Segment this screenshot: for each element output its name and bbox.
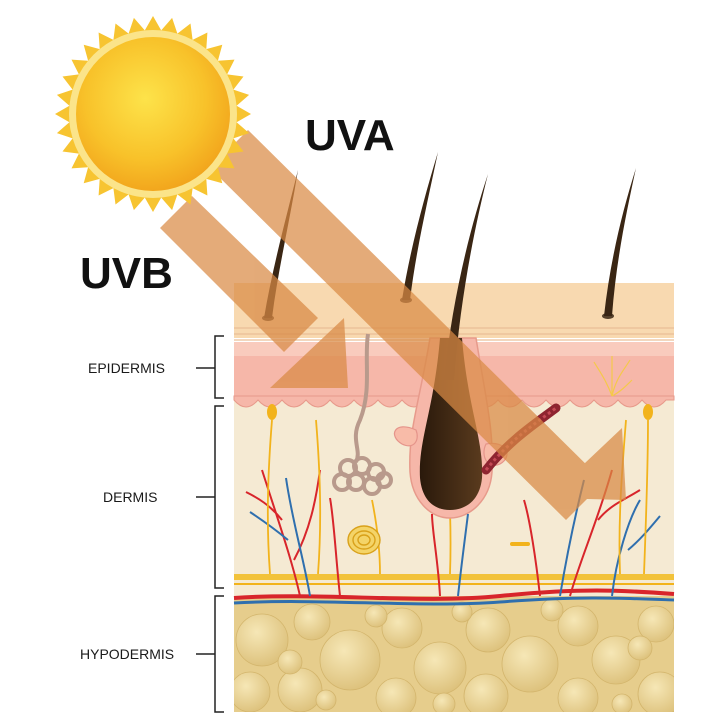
uvb-ray	[160, 196, 348, 388]
epidermal-nerves	[593, 356, 633, 397]
epidermis-label: EPIDERMIS	[88, 360, 165, 376]
nerve-ending-right	[643, 404, 653, 420]
nerve-ending-left	[267, 404, 277, 420]
uvb-label: UVB	[80, 249, 173, 298]
dermis-label: DERMIS	[103, 489, 157, 505]
artery-horizontal	[233, 588, 675, 601]
nerve-band	[234, 574, 674, 580]
hypodermis-label: HYPODERMIS	[80, 646, 174, 662]
vessels-left	[245, 469, 341, 597]
sun	[55, 16, 251, 212]
sweat-gland	[332, 333, 393, 496]
layer-brackets	[196, 335, 224, 713]
uva-ray	[210, 130, 626, 520]
vein-horizontal	[233, 596, 675, 606]
sun-core	[76, 37, 230, 191]
pacinian-corpuscle	[347, 525, 381, 555]
uva-label: UVA	[305, 111, 395, 160]
fat-cells	[234, 598, 674, 712]
